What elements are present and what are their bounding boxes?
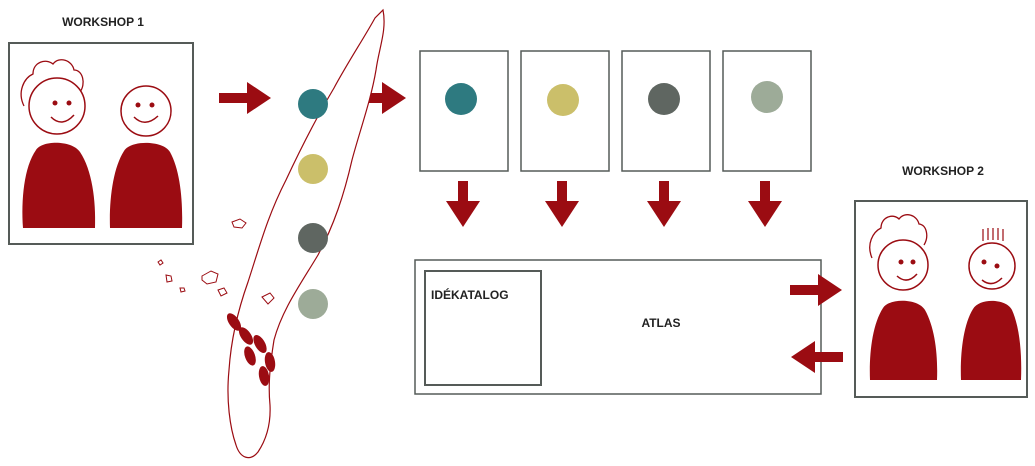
color-dot-icon — [648, 83, 680, 115]
arrow-down-icon — [446, 181, 480, 227]
arrow-down-icon — [647, 181, 681, 227]
idekatalog-label: IDÉKATALOG — [431, 287, 509, 302]
workshop-1-label: WORKSHOP 1 — [62, 15, 144, 29]
footprints-icon — [226, 313, 276, 386]
color-dot-icon — [445, 83, 477, 115]
idekatalog-box — [424, 270, 542, 386]
color-dot-icon — [751, 81, 783, 113]
color-dot-icon — [298, 223, 328, 253]
color-dot-icon — [298, 154, 328, 184]
atlas-label: ATLAS — [641, 316, 680, 330]
workshop-2-label: WORKSHOP 2 — [902, 164, 984, 178]
arrow-down-icon — [545, 181, 579, 227]
color-dot-icon — [298, 89, 328, 119]
color-dot-icon — [547, 84, 579, 116]
arrow-down-icon — [748, 181, 782, 227]
people-icon — [869, 214, 1022, 380]
arrow-right-icon — [219, 82, 271, 114]
people-icon — [20, 59, 183, 228]
color-dot-icon — [298, 289, 328, 319]
